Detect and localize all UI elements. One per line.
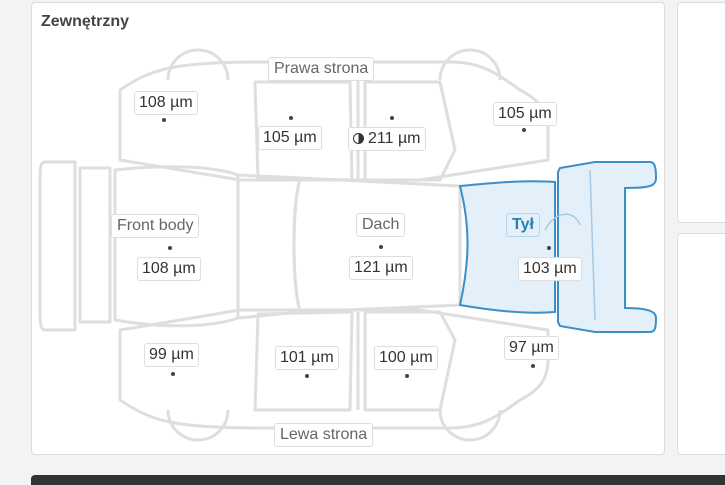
measure-left-rear-fender[interactable]: 97 µm [504,336,559,360]
measure-right-front-door[interactable]: 105 µm [258,126,322,150]
windshield [237,173,302,320]
roof-outline [292,176,462,314]
left-front-wheel [166,409,230,442]
measure-right-rear-door-value: 211 µm [368,130,421,147]
measure-point [547,246,551,250]
front-grille [78,166,112,324]
measure-left-rear-door[interactable]: 100 µm [374,346,438,370]
measure-roof[interactable]: 121 µm [349,256,413,280]
measure-right-front-fender[interactable]: 108 µm [134,91,198,115]
measure-point [168,246,172,250]
measure-point [162,118,166,122]
region-label-right-side[interactable]: Prawa strona [268,57,375,81]
measure-point [405,374,409,378]
measure-point [305,374,309,378]
section-title: Zewnętrzny [41,13,130,30]
measure-right-rear-fender[interactable]: 105 µm [493,102,557,126]
right-rear-wheel [438,48,502,81]
measure-left-front-door[interactable]: 101 µm [275,346,339,370]
side-panel-top [677,2,725,223]
front-bumper-outline [38,160,77,332]
rear-selected-region [458,161,658,333]
measure-point [531,364,535,368]
right-front-wheel [166,48,230,81]
left-front-door-outline [253,310,354,412]
measure-point [522,128,526,132]
region-label-rear[interactable]: Tył [506,213,540,237]
measure-point [390,116,394,120]
region-label-left-side[interactable]: Lewa strona [274,423,374,447]
half-circle-icon [353,133,364,144]
right-rear-door-outline [363,80,457,182]
measure-point [171,372,175,376]
left-rear-wheel [438,409,502,442]
region-label-front-body[interactable]: Front body [111,214,200,238]
measure-front[interactable]: 108 µm [137,257,201,281]
left-rear-door-outline [363,310,457,412]
measure-rear[interactable]: 103 µm [518,257,582,281]
measure-point [379,245,383,249]
hood-outline [113,165,240,328]
measure-point [289,116,293,120]
measure-right-rear-door[interactable]: 211 µm [348,127,426,151]
region-label-roof[interactable]: Dach [356,213,406,237]
measure-left-front-fender[interactable]: 99 µm [144,343,199,367]
side-panel-bottom [677,233,725,455]
left-side-outline [118,308,550,430]
